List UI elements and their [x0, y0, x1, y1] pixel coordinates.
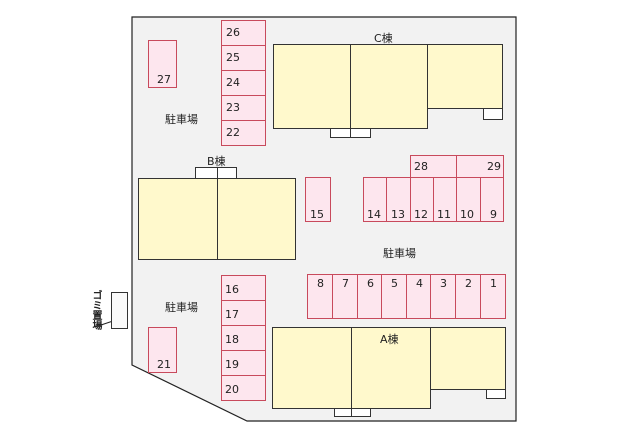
parking-space-number: 19 — [225, 358, 239, 371]
parking-space-number: 24 — [226, 76, 240, 89]
parking-space-14: 14 — [363, 177, 387, 222]
parking-space-number: 1 — [490, 277, 497, 290]
building-c-label: C棟 — [374, 32, 393, 45]
parking-space-number: 15 — [310, 208, 324, 221]
building-b-label: B棟 — [207, 155, 226, 168]
parking-space-5: 5 — [381, 274, 407, 319]
parking-space-12: 12 — [410, 177, 434, 222]
parking-space-number: 7 — [342, 277, 349, 290]
parking-space-number: 26 — [226, 26, 240, 39]
parking-space-26: 26 — [221, 20, 266, 46]
building-b-unit — [138, 178, 218, 260]
parking-space-number: 28 — [414, 160, 428, 173]
garbage-label: ゴミ置場 — [90, 290, 101, 330]
parking-space-number: 16 — [225, 283, 239, 296]
parking-space-number: 3 — [440, 277, 447, 290]
parking-space-25: 25 — [221, 45, 266, 71]
parking-space-10: 10 — [456, 177, 481, 222]
entrance — [486, 389, 506, 399]
parking-space-2: 2 — [455, 274, 481, 319]
parking-space-number: 12 — [414, 208, 428, 221]
building-c-unit — [273, 44, 351, 129]
parking-space-number: 11 — [437, 208, 451, 221]
parking-space-9: 9 — [480, 177, 504, 222]
parking-space-number: 27 — [157, 73, 171, 86]
building-a-label: A棟 — [380, 333, 399, 346]
parking-space-number: 9 — [490, 208, 497, 221]
parking-space-13: 13 — [386, 177, 411, 222]
parking-space-number: 14 — [367, 208, 381, 221]
parking-space-19: 19 — [221, 350, 266, 376]
parking-space-23: 23 — [221, 95, 266, 121]
parking-label-west: 駐車場 — [165, 301, 198, 314]
garbage-area — [111, 292, 128, 329]
parking-space-24: 24 — [221, 70, 266, 96]
parking-space-number: 4 — [416, 277, 423, 290]
parking-space-3: 3 — [430, 274, 456, 319]
parking-space-6: 6 — [357, 274, 382, 319]
parking-space-number: 5 — [391, 277, 398, 290]
parking-space-17: 17 — [221, 300, 266, 326]
parking-label-north: 駐車場 — [165, 113, 198, 126]
parking-space-4: 4 — [406, 274, 431, 319]
parking-space-number: 22 — [226, 126, 240, 139]
parking-space-number: 23 — [226, 101, 240, 114]
building-c-unit — [350, 44, 428, 129]
building-a-unit — [430, 327, 506, 390]
parking-space-number: 29 — [487, 160, 501, 173]
parking-space-21: 21 — [148, 327, 177, 373]
parking-space-number: 6 — [367, 277, 374, 290]
parking-space-28: 28 — [410, 155, 457, 178]
building-b-unit — [217, 178, 296, 260]
parking-space-number: 13 — [391, 208, 405, 221]
parking-space-number: 18 — [225, 333, 239, 346]
building-a-unit — [272, 327, 352, 409]
parking-space-18: 18 — [221, 325, 266, 351]
parking-space-number: 10 — [460, 208, 474, 221]
parking-space-7: 7 — [332, 274, 358, 319]
parking-space-number: 17 — [225, 308, 239, 321]
parking-space-20: 20 — [221, 375, 266, 401]
entrance — [330, 128, 351, 138]
parking-space-1: 1 — [480, 274, 506, 319]
parking-space-number: 21 — [157, 358, 171, 371]
parking-space-22: 22 — [221, 120, 266, 146]
parking-label-east: 駐車場 — [383, 247, 416, 260]
entrance — [334, 408, 352, 417]
parking-space-15: 15 — [305, 177, 331, 222]
parking-space-29: 29 — [456, 155, 504, 178]
parking-space-number: 20 — [225, 383, 239, 396]
parking-space-27: 27 — [148, 40, 177, 88]
entrance — [483, 108, 503, 120]
parking-space-number: 2 — [465, 277, 472, 290]
parking-space-16: 16 — [221, 275, 266, 301]
entrance — [351, 408, 371, 417]
parking-space-number: 8 — [317, 277, 324, 290]
parking-space-11: 11 — [433, 177, 457, 222]
parking-space-number: 25 — [226, 51, 240, 64]
parking-space-8: 8 — [307, 274, 333, 319]
entrance — [350, 128, 371, 138]
building-c-unit — [427, 44, 503, 109]
